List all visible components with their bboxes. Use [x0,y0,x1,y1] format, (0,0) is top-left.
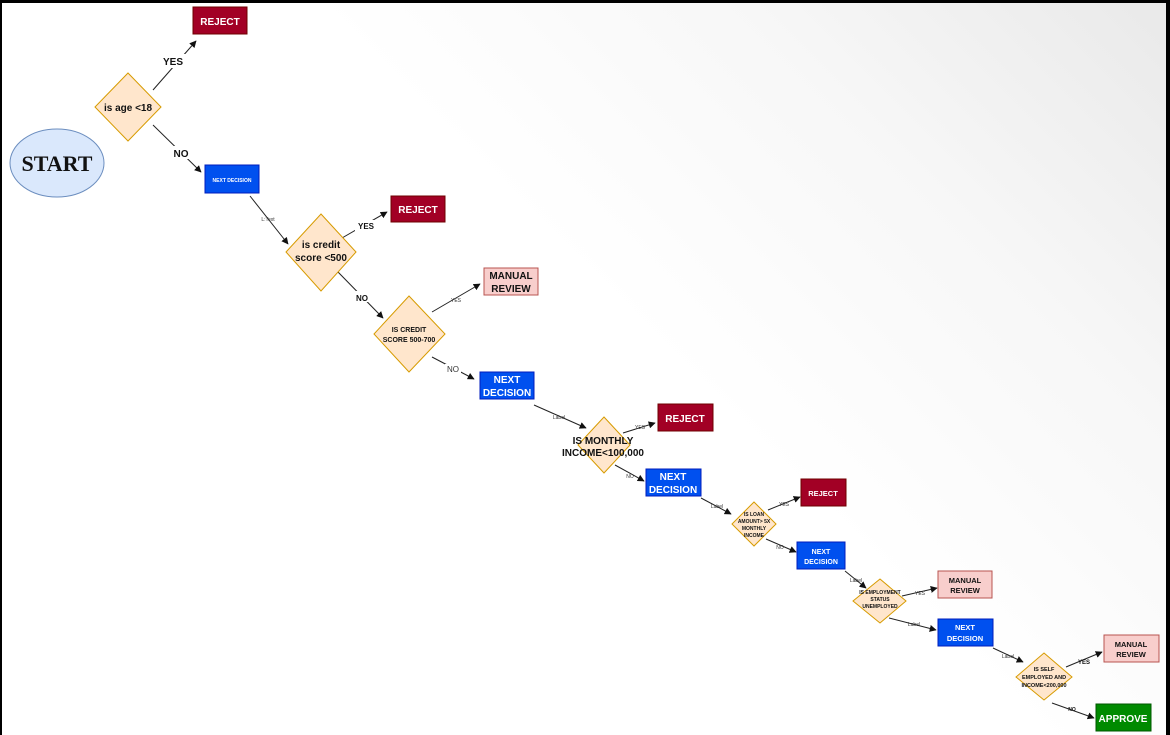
edge-label-no: NO [1068,707,1076,713]
decision-label: INCOME [744,533,765,539]
decision-label: IS LOAN [744,512,765,518]
reject-node[interactable]: REJECT [192,6,248,35]
decision-label: SCORE 500-700 [383,337,436,344]
manual-review-label: MANUAL [489,271,532,282]
edge-label-no: NO [447,365,459,374]
manual-review-node[interactable]: MANUAL REVIEW [1103,634,1160,663]
edge-employment-yes [901,585,938,597]
edge-nd5-self [992,647,1024,663]
edge-income-no [614,464,645,482]
edge-self-yes [1065,651,1103,668]
next-decision-node[interactable]: NEXT DECISION [937,618,994,647]
decision-label: INCOME<200,000 [1021,683,1066,689]
approve-node[interactable]: APPROVE [1095,703,1152,732]
decision-credit-score[interactable]: is credit score <500 [285,213,357,292]
edge-label-text: L:Text [261,217,275,223]
edge-employment-no [888,617,937,632]
edge-label-yes: YES [451,298,462,304]
decision-label: AMOUNT> 5X [738,519,771,525]
reject-node[interactable]: REJECT [657,403,714,432]
decision-age[interactable]: is age <18 [94,72,162,142]
decision-loan-amount[interactable]: IS LOAN AMOUNT> 5X MONTHLY INCOME [731,501,777,547]
edge-self-no [1051,702,1095,720]
manual-review-node[interactable]: MANUAL REVIEW [937,570,993,599]
start-node[interactable]: START [9,128,105,198]
edge-label-no: NO [356,294,368,303]
edge-income-yes [622,421,656,434]
decision-employment[interactable]: IS EMPLOYMENT STATUS UNEMPLOYED [852,578,907,624]
edge-label-no: NO [776,545,784,551]
reject-label: REJECT [398,205,437,216]
decision-label: EMPLOYED AND [1022,675,1066,681]
edge-label-label: Label [553,415,565,421]
next-decision-node[interactable]: NEXT DECISION [645,468,702,497]
manual-review-label: MANUAL [949,576,982,585]
next-decision-label: DECISION [804,559,838,566]
edge-label-label: Label [908,622,920,628]
decision-label: is credit [302,240,341,251]
edge-loan-no [765,538,797,553]
edge-label-label: Label [1002,654,1014,660]
manual-review-label: REVIEW [491,284,531,295]
next-decision-label: DECISION [483,388,531,399]
edge-label-yes: YES [358,222,375,231]
reject-label: REJECT [200,17,239,28]
next-decision-label: NEXT [812,549,831,556]
manual-review-label: REVIEW [1116,650,1147,659]
decision-label: INCOME<100,000 [562,448,644,459]
reject-label: REJECT [808,489,838,498]
decision-label: UNEMPLOYED [862,604,898,610]
edge-label-yes: YES [779,502,790,508]
decision-self-employed[interactable]: IS SELF EMPLOYED AND INCOME<200,000 [1015,652,1073,701]
manual-review-node[interactable]: MANUAL REVIEW [483,267,539,296]
next-decision-label: NEXT DECISION [213,178,252,184]
decision-credit-range[interactable]: IS CREDIT SCORE 500-700 [373,295,446,373]
next-decision-label: NEXT [494,375,521,386]
edge-nd3-loan [700,497,732,515]
next-decision-label: NEXT [660,472,687,483]
next-decision-label: DECISION [947,634,983,643]
next-decision-node[interactable]: NEXT DECISION [796,541,846,570]
edge-label-no: NO [626,474,634,480]
edge-loan-yes [767,496,801,511]
edge-label-yes: YES [915,591,926,597]
reject-label: REJECT [665,414,704,425]
edge-nd2-income [533,404,587,429]
approve-label: APPROVE [1099,714,1148,725]
start-label: START [22,151,93,176]
decision-label: IS CREDIT [392,327,427,334]
next-decision-label: DECISION [649,485,697,496]
next-decision-node[interactable]: NEXT DECISION [204,164,260,194]
edge-label-yes: YES [1078,660,1090,666]
decision-label: IS EMPLOYMENT [859,590,900,596]
reject-node[interactable]: REJECT [800,478,847,507]
diagram-canvas: YES NO L:Text YES NO YES NO Label YES NO… [2,3,1166,735]
manual-review-label: REVIEW [950,586,981,595]
edge-label-label: Label [850,578,862,584]
decision-label: MONTHLY [742,526,767,532]
decision-label: score <500 [295,253,347,264]
edge-label-yes: YES [635,425,646,431]
next-decision-label: NEXT [955,623,975,632]
decision-label: STATUS [870,597,890,603]
edge-credit2-yes [431,283,481,313]
decision-monthly-income[interactable]: IS MONTHLY INCOME<100,000 [562,416,644,474]
edge-nd4-employment [844,570,867,589]
edge-label-no: NO [174,149,189,160]
reject-node[interactable]: REJECT [390,195,446,223]
edges [152,40,1103,720]
edge-labels: YES NO L:Text YES NO YES NO Label YES NO… [160,54,1090,713]
edge-label-label: Label [711,504,723,510]
decision-label: IS SELF [1034,667,1055,673]
decision-label: is age <18 [104,103,153,114]
edge-nd1-credit [249,195,289,245]
decision-label: IS MONTHLY [573,436,634,447]
next-decision-node[interactable]: NEXT DECISION [479,371,535,400]
manual-review-label: MANUAL [1115,640,1148,649]
flowchart: YES NO L:Text YES NO YES NO Label YES NO… [9,6,1160,732]
edge-label-yes: YES [163,57,183,68]
